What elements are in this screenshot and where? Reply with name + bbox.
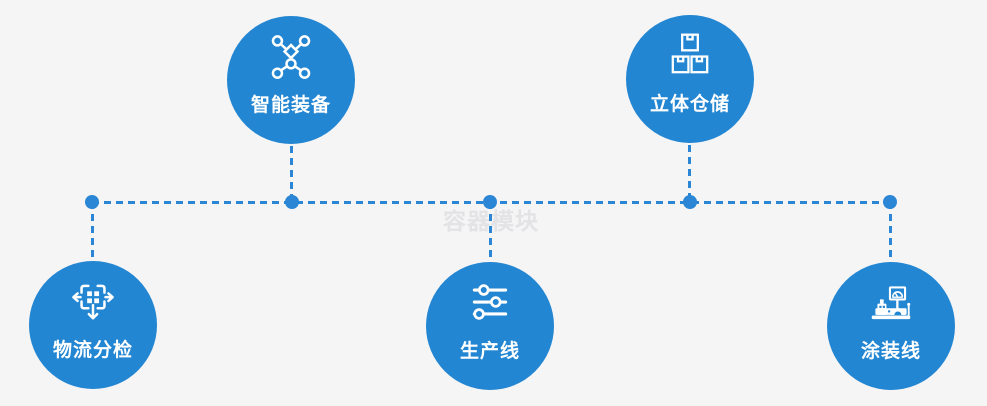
node-production-line: 生产线	[426, 262, 554, 390]
node-label: 生产线	[459, 341, 520, 362]
junction-dot	[483, 195, 497, 209]
connector-production	[489, 202, 492, 263]
node-warehouse-3d: 立体仓储	[626, 15, 754, 143]
move-sort-grid-icon	[68, 276, 118, 326]
junction-dot	[883, 195, 897, 209]
connector-warehouse	[688, 145, 691, 202]
node-logistics-sorting: 物流分检	[29, 261, 157, 389]
node-label: 立体仓储	[649, 94, 730, 115]
junction-dot	[285, 195, 299, 209]
node-coating-line: 涂装线	[827, 262, 955, 390]
sliders-icon	[465, 277, 515, 327]
control-console-icon	[866, 277, 916, 327]
node-label: 智能装备	[250, 95, 331, 116]
stacked-boxes-icon	[665, 30, 715, 80]
node-label: 物流分检	[52, 340, 133, 361]
node-label: 涂装线	[860, 341, 921, 362]
connector-smart-equipment	[290, 146, 293, 202]
connector-coating	[889, 202, 892, 263]
junction-dot	[85, 195, 99, 209]
node-smart-equipment: 智能装备	[227, 16, 355, 144]
junction-dot	[683, 195, 697, 209]
connector-logistics	[91, 202, 94, 262]
network-nodes-icon	[266, 31, 316, 81]
